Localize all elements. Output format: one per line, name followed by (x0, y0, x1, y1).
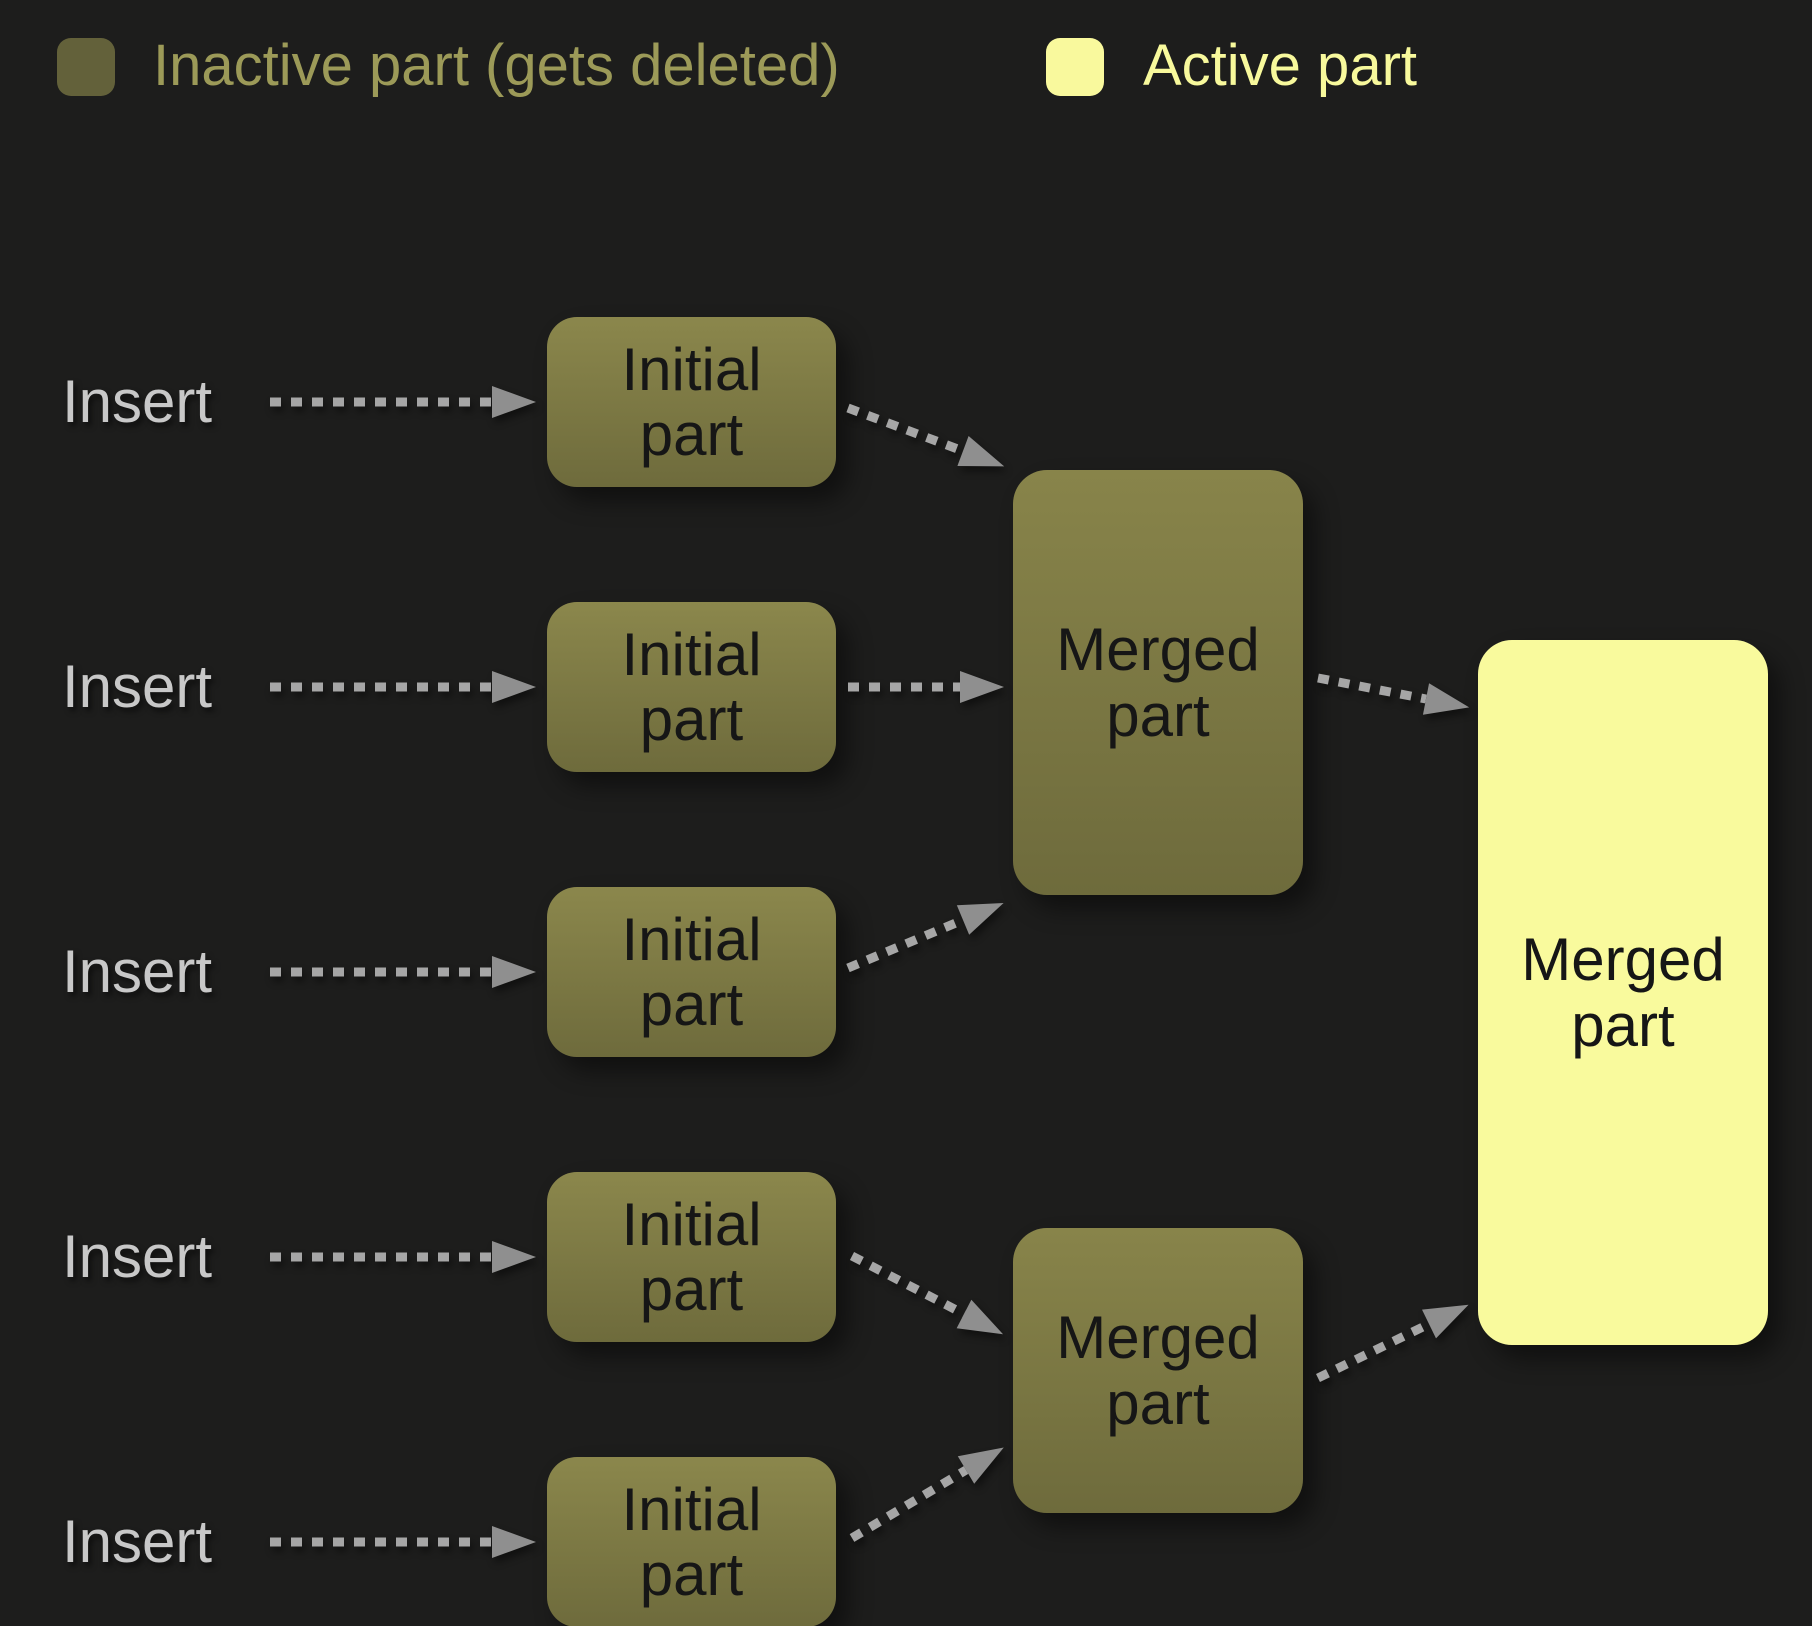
merged-part-box-final-active: Merged part (1478, 640, 1768, 1345)
insert-label-3: Insert (62, 938, 213, 1005)
merged-part-label: Merged part (1056, 616, 1260, 749)
insert-label-1: Insert (62, 368, 213, 435)
initial-part-label: Initial part (621, 335, 762, 468)
initial-part-box-4: Initial part (547, 1172, 836, 1342)
arrow-initial3-to-merged-upper (846, 903, 1004, 973)
arrow-merged-upper-to-final (1317, 673, 1470, 715)
legend-label-active: Active part (1143, 33, 1417, 98)
insert-label-5: Insert (62, 1508, 213, 1575)
legend-swatch-active (1046, 38, 1104, 96)
initial-part-label: Initial part (621, 1475, 762, 1608)
initial-part-label: Initial part (621, 1190, 762, 1323)
arrow-initial1-to-merged-upper (846, 403, 1005, 467)
merged-part-box-lower: Merged part (1013, 1228, 1303, 1513)
merged-part-box-upper: Merged part (1013, 470, 1303, 895)
merged-part-label: Merged part (1056, 1304, 1260, 1437)
legend-swatch-inactive (57, 38, 115, 96)
initial-part-box-3: Initial part (547, 887, 836, 1057)
arrow-initial4-to-merged-lower (849, 1252, 1004, 1335)
initial-part-box-2: Initial part (547, 602, 836, 772)
initial-part-label: Initial part (621, 905, 762, 1038)
initial-part-box-1: Initial part (547, 317, 836, 487)
arrow-initial5-to-merged-lower (849, 1447, 1004, 1542)
merged-part-label: Merged part (1521, 926, 1725, 1059)
insert-label-4: Insert (62, 1223, 213, 1290)
initial-part-label: Initial part (621, 620, 762, 753)
initial-part-box-5: Initial part (547, 1457, 836, 1626)
legend-label-inactive: Inactive part (gets deleted) (153, 33, 840, 98)
arrow-merged-lower-to-final (1316, 1304, 1469, 1383)
insert-label-2: Insert (62, 653, 213, 720)
